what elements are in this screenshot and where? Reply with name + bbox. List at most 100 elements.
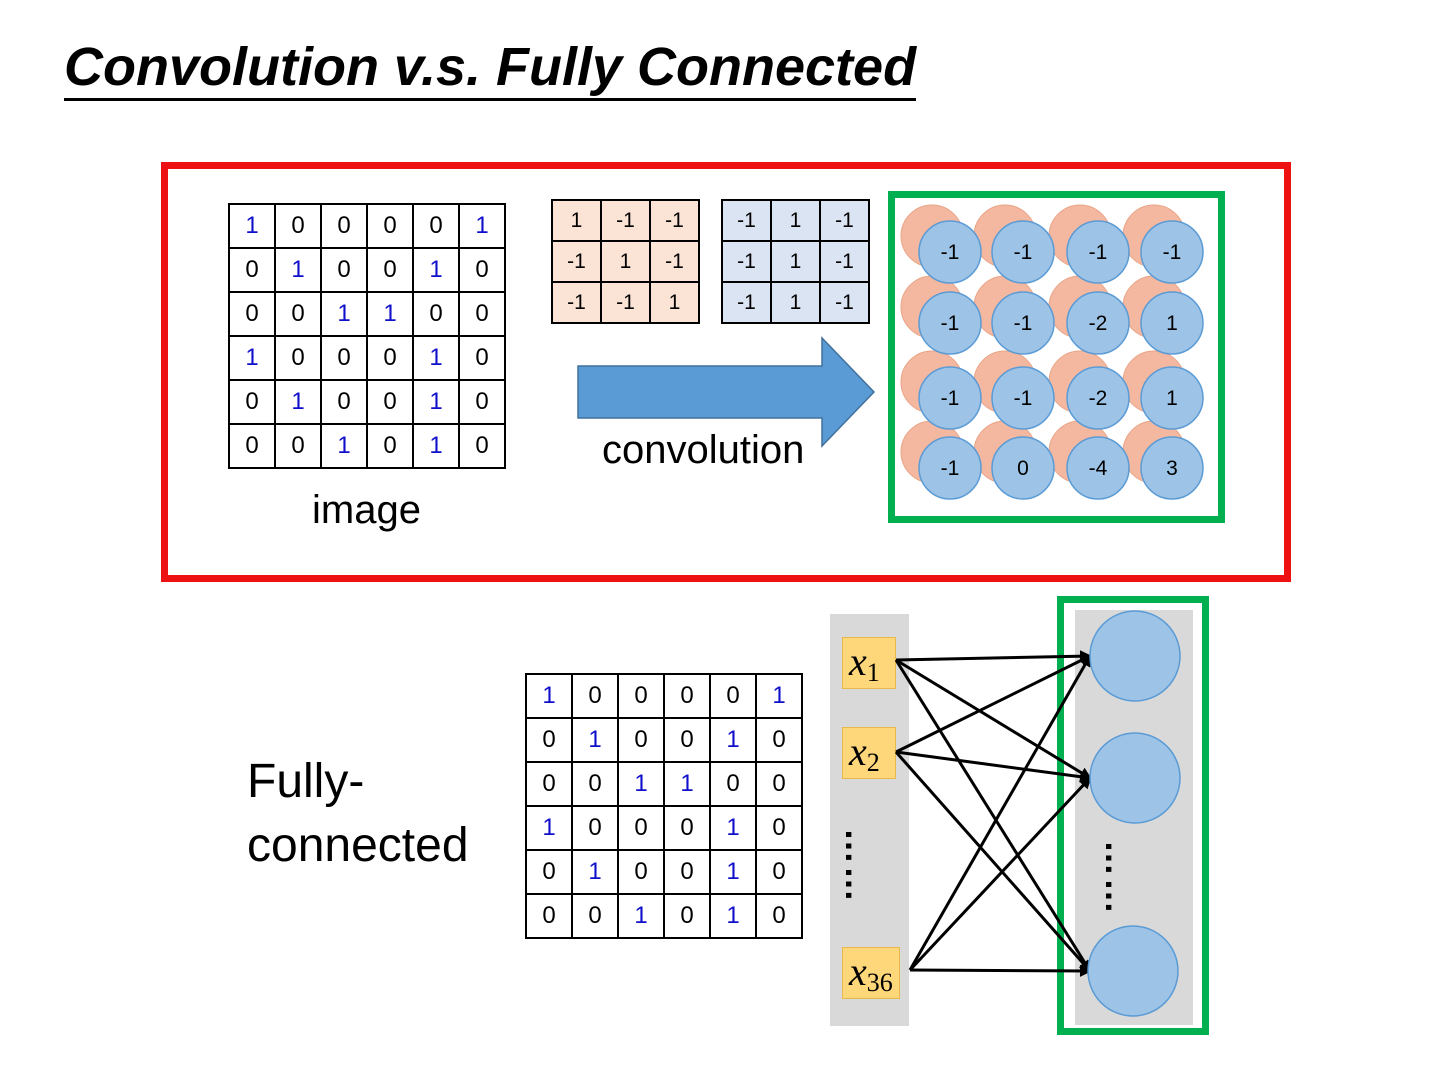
feature-map-value: -2: [1089, 387, 1108, 410]
feature-map-neuron: [1066, 291, 1130, 355]
image-matrix-bottom-cell: 0: [755, 849, 803, 895]
image-matrix-cell: 1: [274, 247, 322, 293]
image-matrix-cell: 0: [458, 335, 506, 381]
filter-1-cell: -1: [649, 240, 700, 283]
input-x2-label: x2: [842, 727, 896, 779]
image-matrix-bottom-cell: 0: [755, 893, 803, 939]
feature-map-neuron: [1140, 366, 1204, 430]
feature-map-value: -1: [941, 241, 960, 264]
image-matrix-bottom-cell: 0: [571, 673, 619, 719]
image-matrix-bottom-cell: 1: [755, 673, 803, 719]
convolution-highlight-box: [161, 162, 1291, 582]
image-matrix-cell: 0: [320, 203, 368, 249]
feature-map-value: 1: [1166, 312, 1178, 335]
image-matrix-cell: 0: [458, 247, 506, 293]
image-matrix-bottom-cell: 1: [571, 717, 619, 763]
image-matrix-cell: 0: [320, 247, 368, 293]
image-matrix-cell: 0: [228, 379, 276, 425]
image-matrix-cell: 1: [412, 247, 460, 293]
image-matrix-bottom-cell: 0: [663, 849, 711, 895]
feature-map-value: -1: [941, 312, 960, 335]
image-label: image: [312, 488, 421, 532]
image-matrix-cell: 0: [228, 423, 276, 469]
feature-map-neuron: [918, 436, 982, 500]
input-x36-label: x36: [842, 947, 900, 999]
feature-map-neuron: [991, 366, 1055, 430]
image-matrix-cell: 0: [366, 335, 414, 381]
image-matrix-bottom-cell: 0: [663, 717, 711, 763]
image-matrix-bottom-cell: 1: [709, 849, 757, 895]
feature-map-value: 1: [1166, 387, 1178, 410]
feature-map-value: -1: [1014, 387, 1033, 410]
image-matrix-bottom-cell: 0: [755, 761, 803, 807]
image-matrix-bottom-cell: 0: [525, 893, 573, 939]
feature-map-value: -2: [1089, 312, 1108, 335]
filter-1-cell: -1: [600, 281, 651, 324]
image-matrix-bottom-cell: 0: [709, 673, 757, 719]
image-matrix-bottom-cell: 1: [709, 893, 757, 939]
image-matrix-cell: 0: [274, 335, 322, 381]
feature-map-highlight-box: [888, 191, 1225, 523]
feature-map-value: -1: [1089, 241, 1108, 264]
image-matrix-cell: 1: [320, 423, 368, 469]
image-matrix-cell: 0: [274, 203, 322, 249]
image-matrix-bottom-cell: 1: [709, 717, 757, 763]
image-matrix-cell: 0: [228, 247, 276, 293]
image-matrix-bottom-cell: 0: [525, 717, 573, 763]
feature-map-neuron: [918, 220, 982, 284]
feature-map-neuron: [1140, 436, 1204, 500]
filter-1-cell: -1: [551, 281, 602, 324]
output-highlight-box: [1057, 596, 1209, 1035]
image-matrix-bottom-cell: 0: [755, 805, 803, 851]
feature-map-neuron: [1140, 291, 1204, 355]
feature-map-value: -1: [941, 387, 960, 410]
feature-map-neuron: [991, 436, 1055, 500]
image-matrix-bottom-cell: 0: [663, 673, 711, 719]
image-matrix-bottom-cell: 0: [663, 805, 711, 851]
filter-1-cell: 1: [649, 281, 700, 324]
filter-1-cell: -1: [600, 199, 651, 242]
image-matrix-bottom-cell: 0: [571, 805, 619, 851]
image-matrix-bottom-cell: 0: [663, 893, 711, 939]
image-matrix-cell: 0: [412, 291, 460, 337]
feature-map-neuron: [1066, 220, 1130, 284]
image-matrix-bottom-cell: 1: [525, 673, 573, 719]
feature-map-value: -1: [941, 457, 960, 480]
input-ellipsis: ……: [838, 828, 879, 904]
feature-map-value: 3: [1166, 457, 1178, 480]
filter-1-cell: -1: [551, 240, 602, 283]
image-matrix-cell: 0: [274, 291, 322, 337]
feature-map-neuron: [1066, 436, 1130, 500]
filter-2-cell: -1: [721, 199, 772, 242]
feature-map-neuron: [991, 291, 1055, 355]
feature-map-neuron: [918, 366, 982, 430]
filter-2-cell: -1: [721, 240, 772, 283]
image-matrix-cell: 1: [228, 335, 276, 381]
image-matrix-cell: 0: [320, 379, 368, 425]
image-matrix-bottom-cell: 0: [525, 761, 573, 807]
image-matrix-cell: 1: [320, 291, 368, 337]
image-matrix-cell: 1: [274, 379, 322, 425]
convolution-arrow: [577, 336, 876, 448]
image-matrix-cell: 1: [412, 335, 460, 381]
feature-map-value: -4: [1089, 457, 1108, 480]
image-matrix-cell: 0: [366, 203, 414, 249]
image-matrix-cell: 0: [228, 291, 276, 337]
